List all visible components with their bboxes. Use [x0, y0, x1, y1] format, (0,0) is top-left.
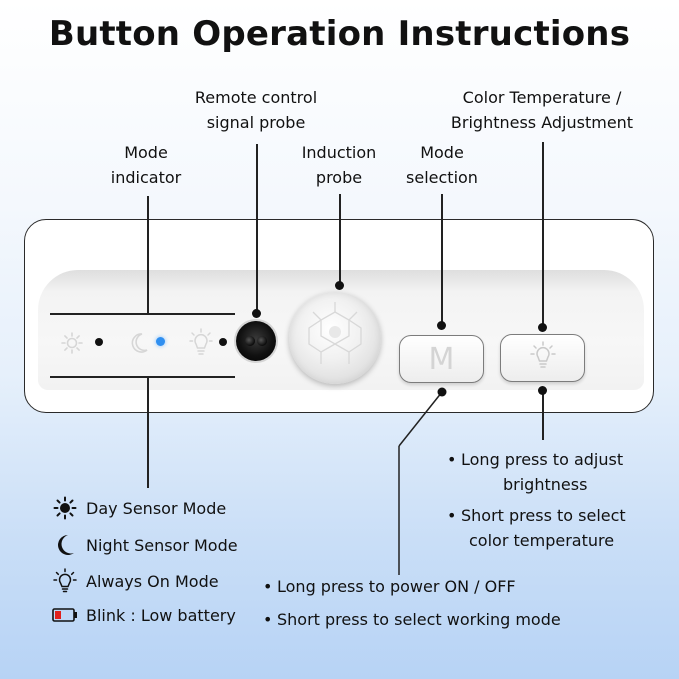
- induction-probe-leader-dot: [335, 281, 344, 290]
- color-button-notes-leader-dot: [538, 386, 547, 395]
- note-short-press-mode: •Short press to select working mode: [263, 610, 561, 629]
- note-short-press-color: •Short press to select: [447, 506, 626, 525]
- bulb-icon: [52, 568, 78, 593]
- probe-lens-left: [245, 336, 255, 346]
- legend-item-battery: Blink : Low battery: [52, 601, 236, 629]
- mode-selection-label-line2: selection: [406, 168, 478, 187]
- mode-indicator-label: Mode indicator: [96, 140, 196, 190]
- mode-button[interactable]: M: [399, 335, 484, 383]
- color-button-notes: •Long press to adjust brightness •Short …: [447, 447, 667, 553]
- induction-probe-label-line2: probe: [315, 168, 363, 187]
- bulb-icon: [529, 340, 556, 376]
- color-temp-label-line1: Color Temperature /: [462, 88, 622, 107]
- legend-item-day: Day Sensor Mode: [52, 494, 226, 522]
- note-long-press-brightness: •Long press to adjust: [447, 450, 624, 469]
- sun-icon: [60, 331, 84, 355]
- remote-control-probe: [236, 321, 276, 361]
- page-title: Button Operation Instructions: [48, 14, 631, 54]
- legend-item-always-on: Always On Mode: [52, 567, 219, 595]
- mode-indicator-leader-top: [147, 196, 149, 313]
- mode-selection-label-line1: Mode: [420, 143, 464, 162]
- mode-indicator-label-line1: Mode: [124, 143, 168, 162]
- indicator-bracket-bottom: [50, 376, 235, 378]
- induction-probe: [289, 292, 381, 384]
- remote-probe-label: Remote control signal probe: [176, 85, 336, 135]
- indicator-bracket-top: [50, 313, 235, 315]
- legend-item-night: Night Sensor Mode: [52, 531, 238, 559]
- induction-probe-label: Induction probe: [289, 140, 389, 190]
- note-long-press-power: •Long press to power ON / OFF: [263, 577, 516, 596]
- probe-lens-right: [257, 336, 267, 346]
- mode-selection-leader-dot: [437, 321, 446, 330]
- moon-icon: [52, 534, 78, 556]
- color-temp-label: Color Temperature / Brightness Adjustmen…: [436, 85, 648, 135]
- mode-indicator-label-line2: indicator: [110, 168, 182, 187]
- sun-indicator-led: [95, 338, 103, 346]
- sun-icon: [52, 496, 78, 520]
- remote-probe-label-line2: signal probe: [206, 113, 306, 132]
- legend-night-label: Night Sensor Mode: [86, 535, 238, 555]
- color-temperature-button[interactable]: [500, 334, 585, 382]
- color-temp-leader: [542, 142, 544, 328]
- color-temp-leader-dot: [538, 323, 547, 332]
- induction-probe-leader: [339, 194, 341, 285]
- bulb-icon: [189, 328, 213, 358]
- mode-button-label: M: [428, 341, 455, 377]
- mode-selection-leader: [441, 194, 443, 326]
- remote-probe-leader: [256, 144, 258, 314]
- moon-indicator-led: [156, 337, 165, 346]
- note-short-press-color-cont: color temperature: [469, 531, 615, 550]
- bulb-indicator-led: [219, 338, 227, 346]
- low-battery-icon: [52, 604, 78, 626]
- mode-button-notes-leader: [398, 387, 447, 575]
- color-temp-label-line2: Brightness Adjustment: [450, 113, 634, 132]
- moon-icon: [128, 331, 150, 355]
- remote-probe-leader-dot: [252, 309, 261, 318]
- mode-selection-label: Mode selection: [392, 140, 492, 190]
- induction-probe-label-line1: Induction: [301, 143, 377, 162]
- remote-probe-label-line1: Remote control: [194, 88, 318, 107]
- legend-always-on-label: Always On Mode: [86, 571, 219, 591]
- mode-indicator-leader-bottom: [147, 377, 149, 488]
- legend-battery-label: Blink : Low battery: [86, 605, 236, 625]
- legend-day-label: Day Sensor Mode: [86, 498, 227, 518]
- note-long-press-brightness-cont: brightness: [503, 475, 588, 494]
- mode-button-notes: •Long press to power ON / OFF •Short pre…: [263, 574, 663, 632]
- color-button-notes-leader: [542, 388, 544, 440]
